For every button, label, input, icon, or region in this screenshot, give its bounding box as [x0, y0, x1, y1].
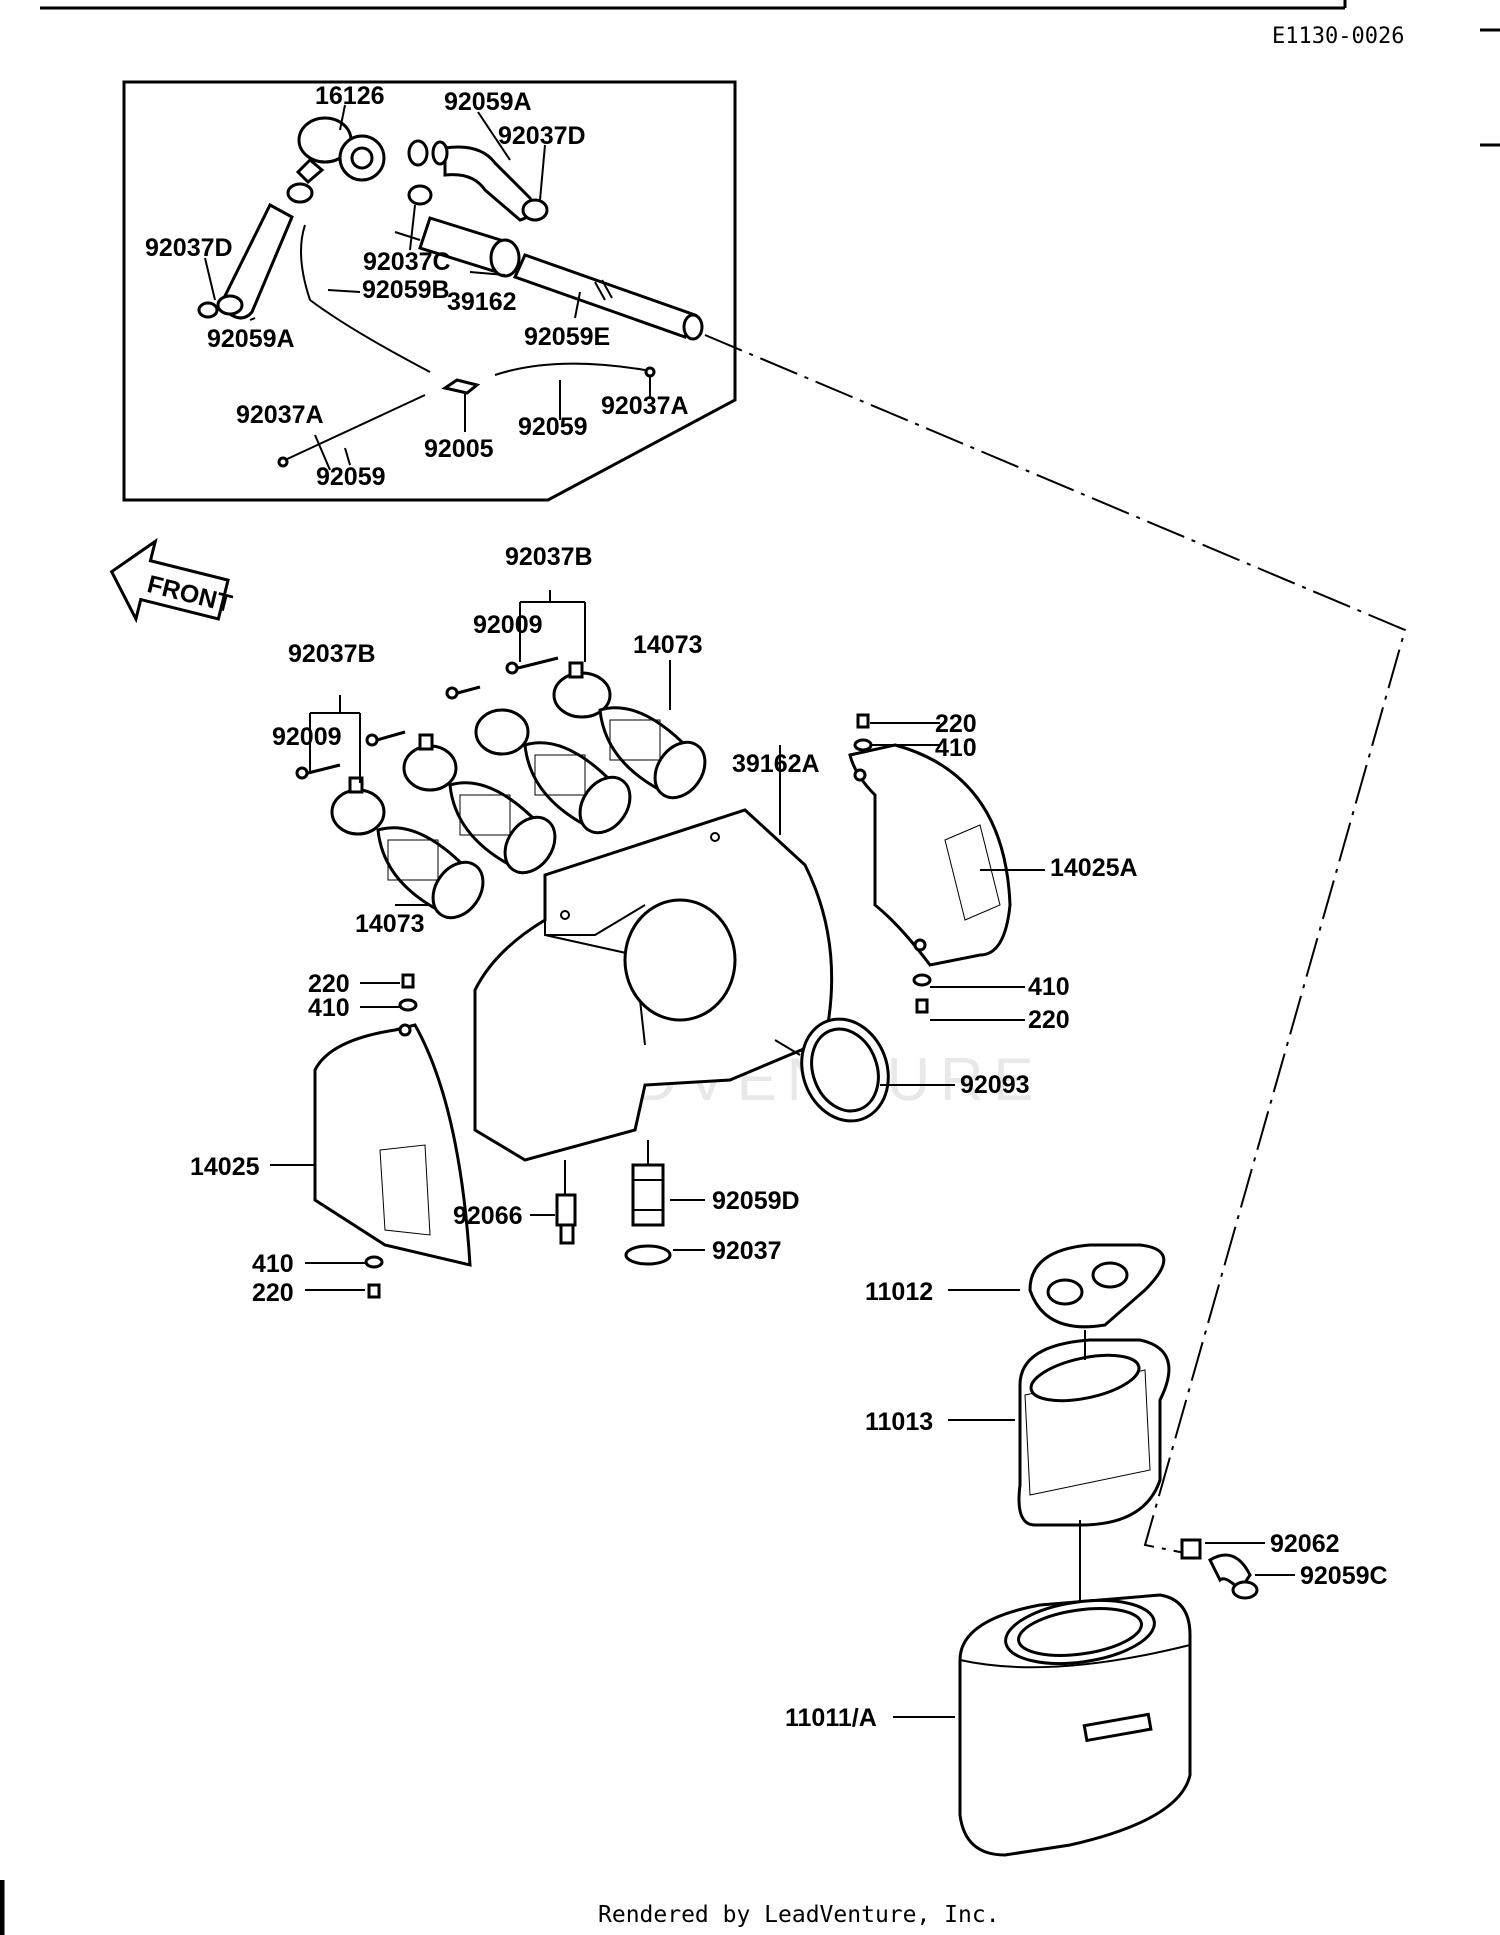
hose-92059A-top: [443, 145, 534, 222]
filter-element-11013: [1017, 1330, 1171, 1527]
joint-92005: [441, 378, 481, 395]
label-92059A-left: 92059A: [207, 325, 295, 353]
front-arrow: FRONT: [109, 537, 235, 624]
label-92059-low: 92059: [316, 463, 386, 491]
label-92009-left: 92009: [272, 723, 342, 751]
label-220-left-bottom: 220: [252, 1279, 294, 1307]
label-14025: 14025: [190, 1153, 260, 1181]
label-16126: 16126: [315, 82, 385, 110]
label-39162A: 39162A: [732, 750, 820, 778]
label-92037B-left: 92037B: [288, 640, 376, 668]
label-39162: 39162: [447, 288, 517, 316]
label-14073-low: 14073: [355, 910, 425, 938]
intake-boots: [295, 656, 707, 920]
label-92059-mid: 92059: [518, 413, 588, 441]
label-220-left: 220: [308, 970, 350, 998]
label-92037: 92037: [712, 1237, 782, 1265]
label-410-left-bottom: 410: [252, 1250, 294, 1278]
valve-16126: [295, 116, 386, 185]
label-92037D-right: 92037D: [498, 122, 586, 150]
label-92066: 92066: [453, 1202, 523, 1230]
clamp-92037D-b: [431, 140, 449, 166]
filter-cap-11012: [1028, 1243, 1166, 1329]
label-92093: 92093: [960, 1071, 1030, 1099]
fitting-92066: [555, 1160, 577, 1245]
cover-14025A: [848, 713, 1012, 1014]
clamp-92037: [624, 1244, 672, 1266]
label-14025A: 14025A: [1050, 854, 1138, 882]
label-92037A-right: 92037A: [601, 392, 689, 420]
label-92037C: 92037C: [363, 248, 451, 276]
label-92059C: 92059C: [1300, 1562, 1388, 1590]
label-92059B: 92059B: [362, 276, 450, 304]
label-92059A-top: 92059A: [444, 88, 532, 116]
label-410-bottom-right: 410: [1028, 973, 1070, 1001]
label-220-top-right: 220: [935, 710, 977, 738]
clamp-left-lower: [216, 294, 244, 316]
label-92037B-top: 92037B: [505, 543, 593, 571]
label-11012: 11012: [865, 1278, 933, 1306]
label-92009-top: 92009: [473, 611, 543, 639]
label-11013: 11013: [865, 1408, 933, 1436]
diagram-code: E1130-0026: [1272, 24, 1404, 49]
airbox-39162A: [473, 808, 890, 1162]
filter-case-11011A: [958, 1520, 1192, 1857]
clamp-92037D-a: [407, 139, 429, 167]
clamp-left-upper: [286, 182, 314, 204]
footer-text: Rendered by LeadVenture, Inc.: [598, 1902, 1000, 1928]
cover-14025: [313, 973, 472, 1299]
label-11011A: 11011/A: [785, 1704, 877, 1732]
inset-hose-assembly: [122, 80, 737, 502]
canister-39162: [394, 216, 521, 278]
label-92059D: 92059D: [712, 1187, 800, 1215]
label-220-bottom-right: 220: [1028, 1006, 1070, 1034]
clamp-92037D-c: [521, 198, 549, 222]
hose-92059B: [300, 224, 431, 373]
hose-92059E: [512, 253, 698, 339]
fitting-92062: [1180, 1538, 1259, 1600]
hose-92059D: [624, 1140, 672, 1266]
label-410-left: 410: [308, 994, 350, 1022]
connector-dashdot: [704, 334, 1407, 1556]
label-410-top-right: 410: [935, 734, 977, 762]
label-92062: 92062: [1270, 1530, 1340, 1558]
hose-92059-left: [284, 394, 426, 461]
label-14073-top: 14073: [633, 631, 703, 659]
bracket-top: [519, 590, 586, 662]
label-92037A-left: 92037A: [236, 401, 324, 429]
label-92005: 92005: [424, 435, 494, 463]
clamp-92037C: [407, 184, 433, 206]
label-92059E: 92059E: [524, 323, 610, 351]
clamp-92037D-left: [197, 301, 219, 319]
hose-92059-right: [494, 362, 646, 376]
label-92037D-left: 92037D: [145, 234, 233, 262]
bracket-left: [309, 695, 361, 783]
